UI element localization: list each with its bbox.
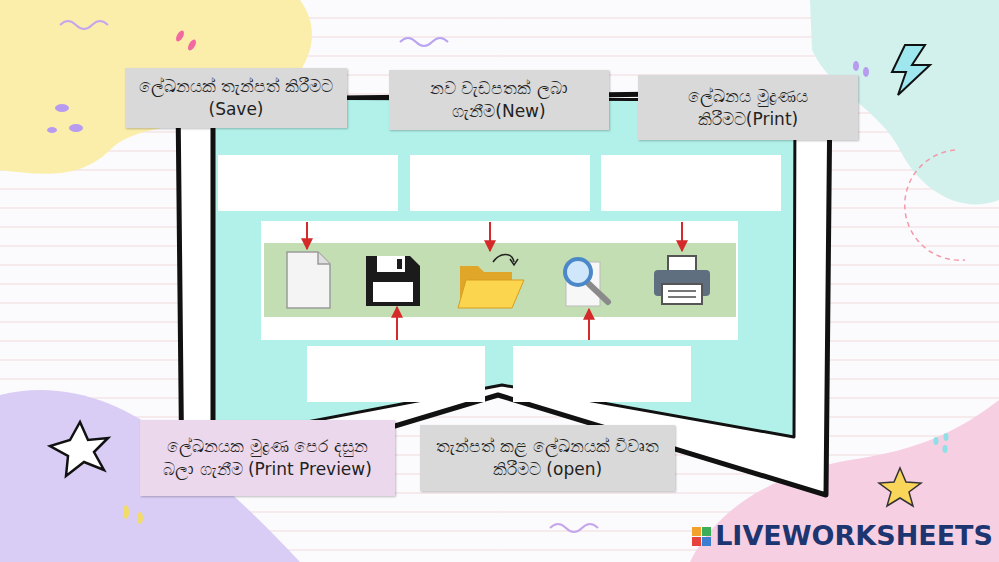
book-edge xyxy=(213,98,216,438)
decorations xyxy=(47,21,965,532)
open-icon xyxy=(458,255,524,309)
label-text: නව වැඩපතක් ලබා ගැනීම(New) xyxy=(399,77,599,123)
book-page xyxy=(212,98,795,440)
label-box: ලේඛනයක මුද්‍රණ පෙර දසුන බලා ගැනීම (Print… xyxy=(140,420,395,496)
label-box: ලේඛනයක් තැන්පත් කිරීමට (Save) xyxy=(125,68,347,128)
new-icon xyxy=(287,252,330,308)
pointer-arrows xyxy=(307,222,682,340)
label-text: ලේඛනයක් තැන්පත් කිරීමට (Save) xyxy=(135,75,337,121)
toolbar-panel xyxy=(261,221,738,340)
label-text: ලේඛනයක මුද්‍රණ පෙර දසුන බලා ගැනීම (Print… xyxy=(150,435,385,481)
label-text: ලේඛනය මුද්‍රණය කිරීමට(Print) xyxy=(648,85,848,131)
logo-mark xyxy=(692,527,711,546)
label-box: නව වැඩපතක් ලබා ගැනීම(New) xyxy=(389,70,609,130)
label-box: ලේඛනය මුද්‍රණය කිරීමට(Print) xyxy=(638,75,858,140)
save-icon xyxy=(366,256,420,306)
print-icon xyxy=(654,256,710,304)
label-box: තැන්පත් කළ ලේඛනයක් විවෘත කිරීමට (open) xyxy=(420,425,675,491)
preview-icon xyxy=(565,259,608,306)
toolbar-strip xyxy=(264,243,736,317)
answer-boxes xyxy=(218,155,781,402)
watermark: LIVEWORKSHEETS xyxy=(715,520,993,551)
label-text: තැන්පත් කළ ලේඛනයක් විවෘත කිරීමට (open) xyxy=(430,435,665,481)
